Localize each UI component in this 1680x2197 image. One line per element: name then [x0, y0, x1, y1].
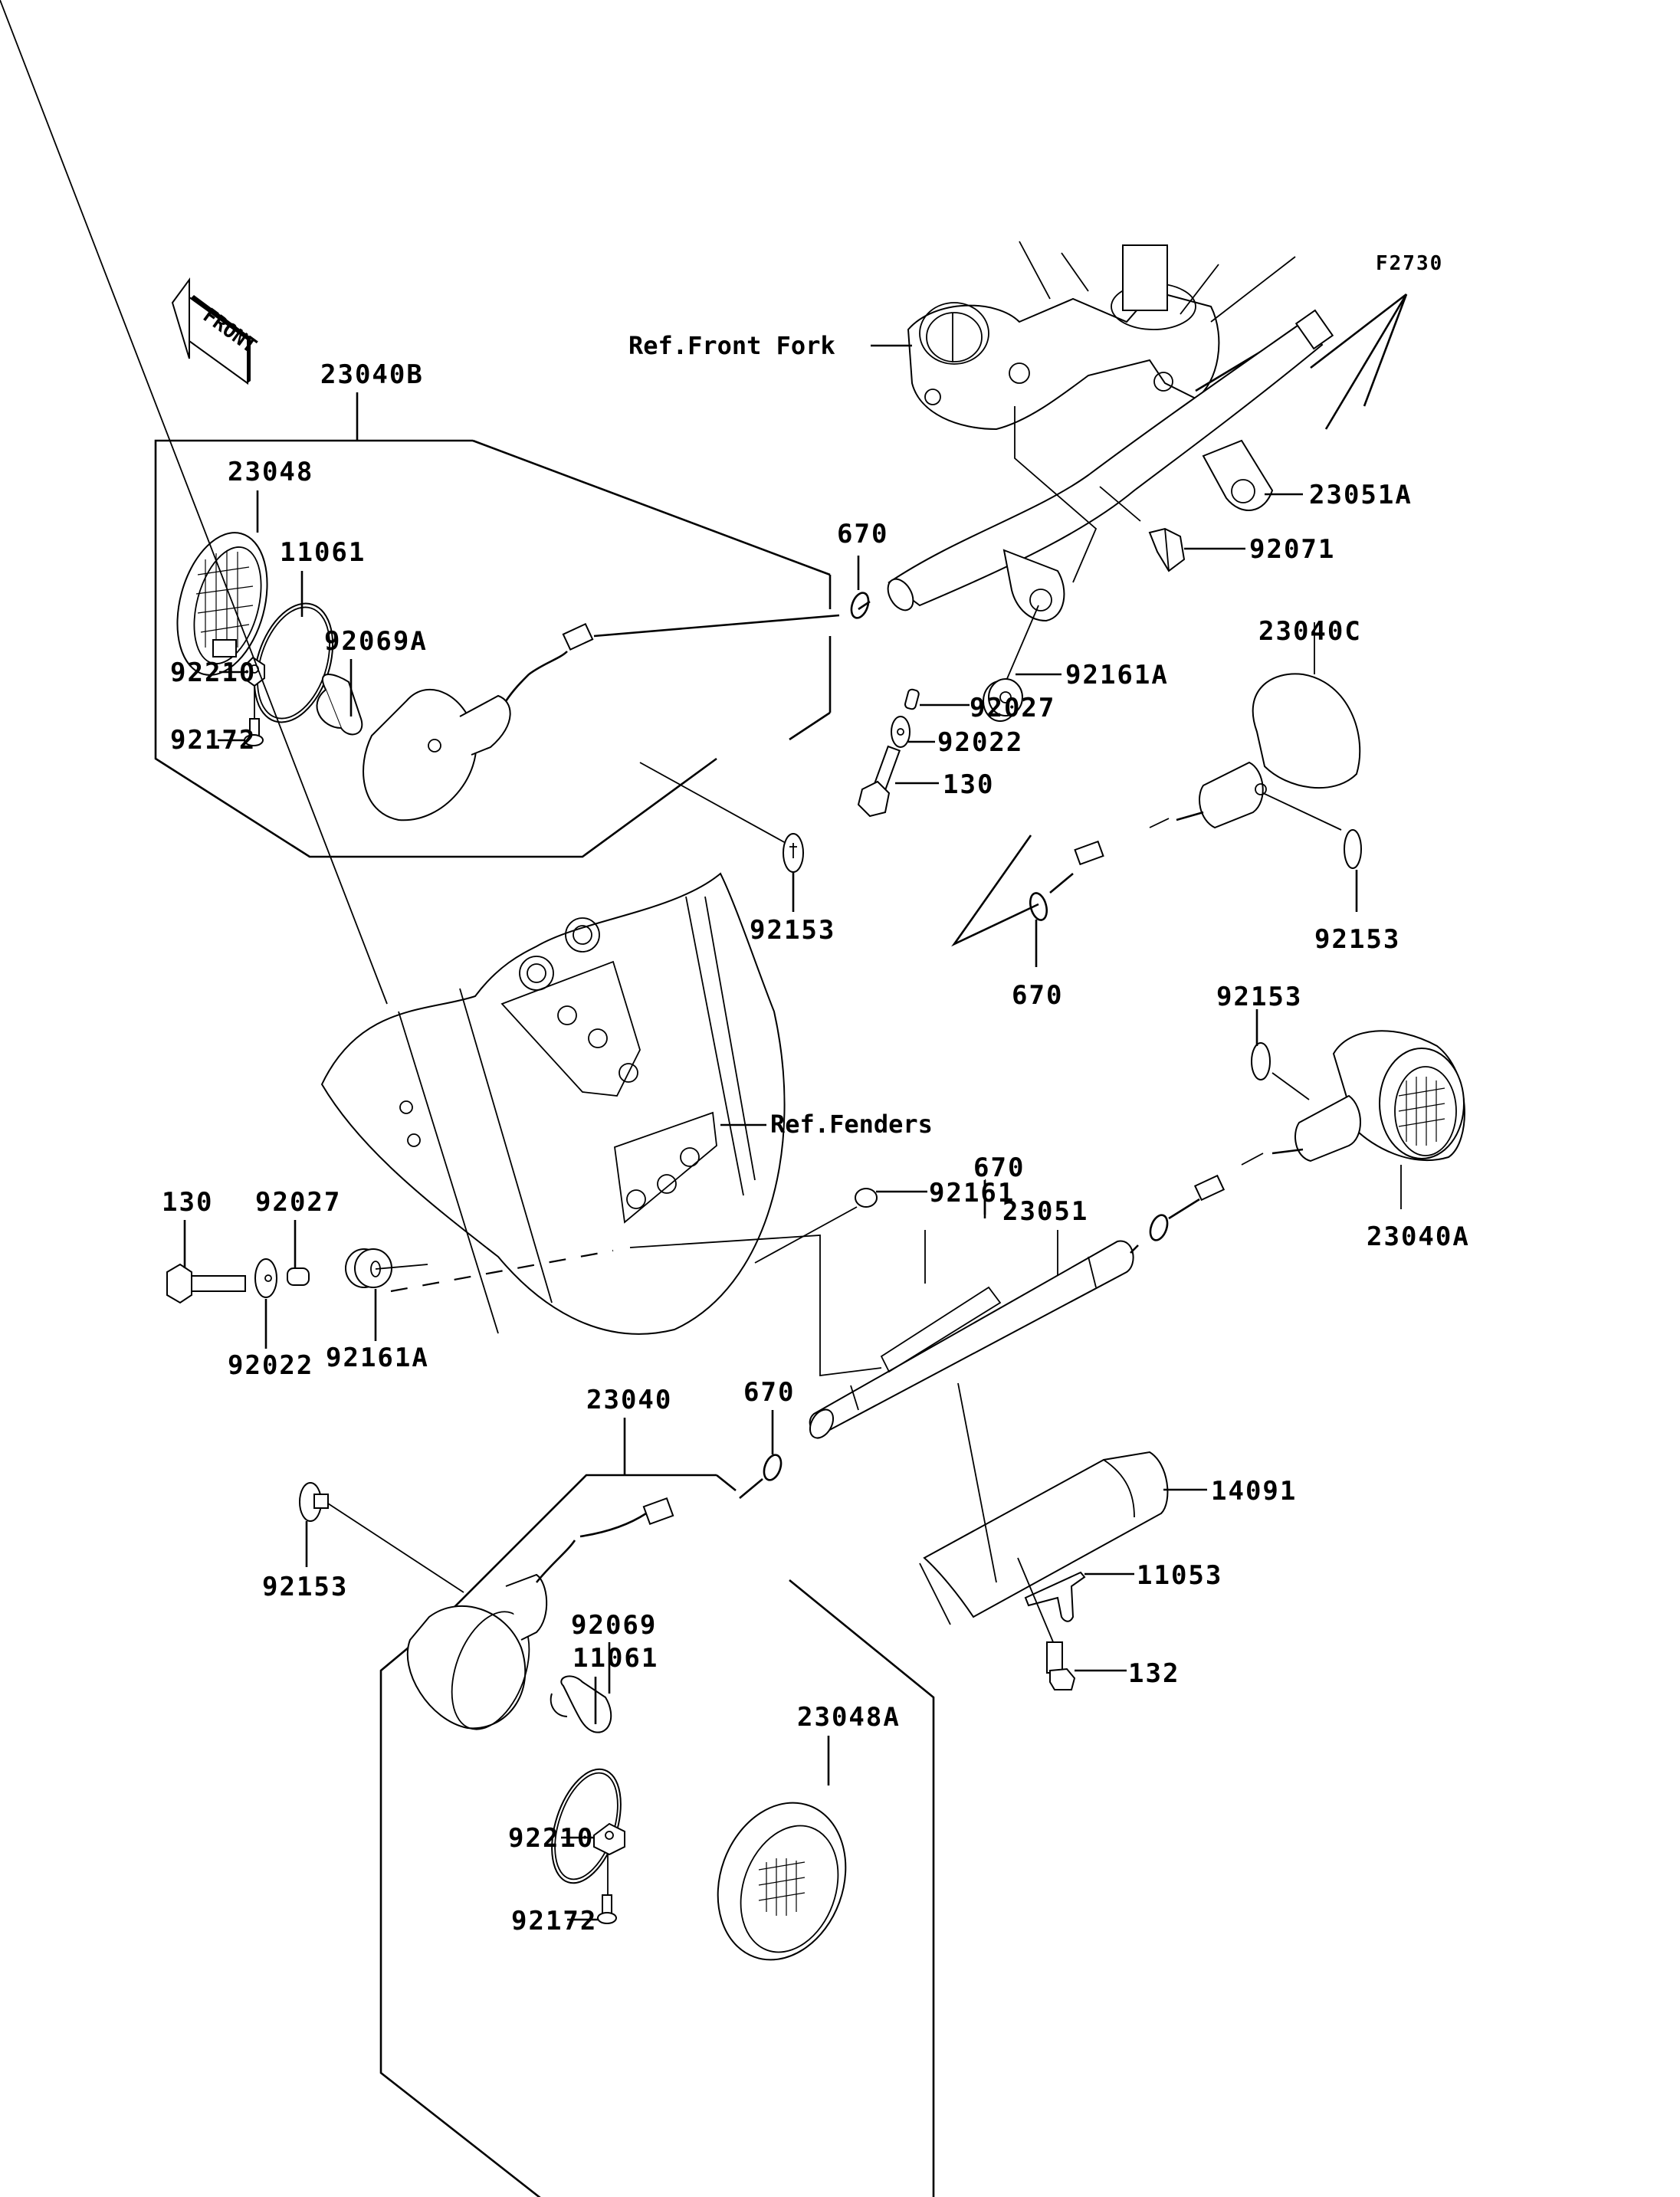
label-92153-a: 92153 — [1216, 982, 1302, 1012]
o-ring-670-bottom-icon — [763, 1454, 783, 1481]
screw-92153-bottom-icon — [299, 1482, 329, 1522]
bracket-23051A-icon — [887, 309, 1334, 622]
grommet-92161-icon — [855, 1188, 878, 1208]
label-11053: 11053 — [1137, 1560, 1222, 1591]
label-23040A: 23040A — [1367, 1221, 1470, 1252]
label-11061-top: 11061 — [280, 537, 366, 568]
screw-92153-top-icon — [783, 833, 804, 873]
o-ring-670-top-icon — [850, 592, 870, 619]
label-92069: 92069 — [571, 1610, 657, 1641]
turn-signal-housing-23040-icon — [406, 1497, 674, 1730]
collar-92027-top-icon — [904, 688, 920, 710]
label-23048: 23048 — [228, 457, 313, 487]
screw-92172-icon — [244, 718, 264, 746]
washer-92022-top-icon — [891, 716, 911, 748]
bolt-130-top-icon — [857, 745, 901, 818]
bulb-92069-icon — [550, 1675, 612, 1733]
label-130-left: 130 — [162, 1187, 213, 1218]
label-11061-bottom: 11061 — [573, 1643, 658, 1674]
label-92172-bottom: 92172 — [511, 1906, 597, 1936]
clip-92071-icon — [1148, 527, 1186, 572]
label-92071: 92071 — [1249, 534, 1335, 565]
label-23051: 23051 — [1002, 1196, 1088, 1227]
o-ring-670-mid-icon — [1149, 1214, 1169, 1241]
label-92153-bottom: 92153 — [262, 1572, 348, 1602]
turn-signal-housing-23040B-icon — [363, 622, 594, 821]
turn-signal-23040A-icon — [1193, 1030, 1465, 1202]
screw-92172-bottom-icon — [597, 1894, 617, 1924]
label-670-c: 670 — [1012, 980, 1063, 1011]
label-670-bottom: 670 — [743, 1377, 795, 1408]
fender-ref-icon — [0, 0, 786, 1335]
o-ring-670-c-icon — [1029, 892, 1048, 921]
label-14091: 14091 — [1211, 1476, 1297, 1507]
bolt-130-left-icon — [166, 1263, 246, 1304]
lens-23048A-icon — [717, 1802, 847, 1961]
bracket-23051-icon — [809, 1240, 1134, 1439]
grommet-92161A-top-icon — [983, 678, 1023, 722]
bracket-11053-icon — [1024, 1571, 1086, 1622]
label-92027-top: 92027 — [970, 693, 1055, 723]
label-92161: 92161 — [929, 1178, 1015, 1208]
ref-fenders: Ref.Fenders — [770, 1110, 933, 1139]
label-92022-top: 92022 — [937, 727, 1023, 758]
label-92161A-top: 92161A — [1065, 660, 1169, 690]
lens-23048-icon — [176, 532, 268, 676]
label-132: 132 — [1128, 1658, 1180, 1689]
label-92027-left: 92027 — [255, 1187, 341, 1218]
label-670-mid: 670 — [973, 1153, 1025, 1183]
label-92153-top: 92153 — [750, 915, 835, 946]
label-92069A: 92069A — [324, 626, 428, 657]
front-fork-ref-icon — [907, 241, 1296, 431]
ref-front-fork: Ref.Front Fork — [628, 331, 835, 360]
label-670-top: 670 — [837, 519, 888, 549]
kit-23040B: 23040B 23048 11061 92069A — [154, 359, 832, 858]
kit-23040: 23040 — [379, 1385, 935, 2197]
label-130-top: 130 — [943, 769, 994, 800]
label-23051A: 23051A — [1309, 480, 1413, 510]
front-arrow-icon: FRONT — [171, 277, 261, 385]
diagram-code: F2730 — [1376, 252, 1443, 275]
screw-92153-c-icon — [1344, 829, 1362, 869]
nut-92210-bottom-icon — [593, 1822, 625, 1856]
label-23040C: 23040C — [1258, 616, 1362, 647]
collar-92027-left-icon — [287, 1267, 310, 1286]
label-92210-bottom: 92210 — [508, 1823, 594, 1854]
label-92210-top: 92210 — [170, 657, 256, 688]
label-92153-c: 92153 — [1314, 924, 1400, 955]
label-23040: 23040 — [586, 1385, 672, 1415]
bulb-92069A-icon — [316, 674, 363, 736]
label-23048A: 23048A — [797, 1702, 901, 1733]
turn-signal-23040C-icon — [1074, 673, 1361, 866]
screw-92153-a-icon — [1251, 1042, 1271, 1080]
label-23040B: 23040B — [320, 359, 424, 390]
washer-92022-left-icon — [254, 1258, 277, 1298]
bolt-132-icon — [1046, 1641, 1076, 1690]
label-92022-left: 92022 — [228, 1350, 313, 1381]
label-92172-top: 92172 — [170, 725, 256, 756]
label-92161A-left: 92161A — [326, 1343, 429, 1373]
cover-14091-icon — [919, 1451, 1169, 1625]
